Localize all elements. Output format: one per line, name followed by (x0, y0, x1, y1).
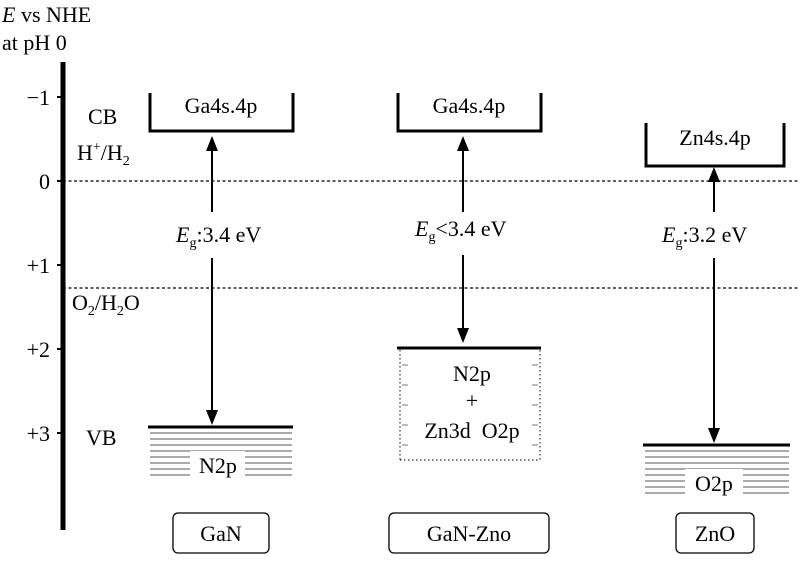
axis-tick-label: +1 (27, 253, 50, 278)
ganzno-vb-line3: Zn3d O2p (424, 418, 519, 443)
ganzno-name: GaN-Zno (427, 521, 511, 546)
ganzno-vb-line1: N2p (453, 361, 491, 386)
zno-vb-label: O2p (695, 471, 733, 496)
zno-vb-label-bg (685, 469, 743, 496)
ganzno-label-box (388, 512, 550, 554)
zno-arrow-up-head (708, 167, 720, 182)
o2-couple-label: O2/H2O (72, 290, 140, 319)
axis-tick-label: 0 (39, 169, 50, 194)
column-gan-zno: Ga4s.4p Eg<3.4 eV N2p + Zn3d O2p GaN-Zno (388, 93, 550, 554)
zno-arrow-down-head (708, 428, 720, 443)
column-gan: Ga4s.4p Eg:3.4 eV N2p GaN (148, 93, 295, 554)
axis-ticks: −1 0 +1 +2 +3 (27, 85, 63, 446)
gan-name: GaN (200, 521, 242, 546)
vb-label: VB (86, 425, 117, 450)
axis-title-line1: E vs NHE (1, 2, 91, 27)
zno-gap-label: Eg:3.2 eV (661, 222, 747, 251)
axis-tick-label: +3 (27, 421, 50, 446)
gan-vb-label: N2p (199, 453, 237, 478)
axis-title-rest: vs NHE (15, 2, 91, 27)
ganzno-vb-line2: + (466, 388, 478, 413)
gan-vb-label-bg (190, 451, 245, 478)
gan-arrow-up-head (206, 136, 218, 151)
ganzno-conduction-band (396, 93, 543, 133)
axis-title-symbol: E (1, 2, 16, 27)
gan-label-box (172, 512, 270, 554)
h-couple-label: H+/H2 (77, 140, 130, 169)
column-zno: Zn4s.4p Eg:3.2 eV O2p ZnO (643, 123, 790, 554)
cb-label: CB (88, 104, 117, 129)
gan-gap-label: Eg:3.4 eV (175, 222, 261, 251)
zno-cb-label: Zn4s.4p (679, 125, 751, 150)
axis-title-line2: at pH 0 (2, 30, 67, 55)
zno-conduction-band (644, 123, 786, 168)
ganzno-arrow-up-head (457, 136, 469, 151)
zno-label-box (675, 512, 755, 554)
gan-cb-label: Ga4s.4p (185, 93, 258, 118)
gan-conduction-band (148, 93, 295, 133)
gan-arrow-down-head (206, 410, 218, 425)
zno-name: ZnO (695, 521, 735, 546)
ganzno-gap-label: Eg<3.4 eV (414, 216, 507, 245)
ganzno-arrow-down-head (457, 328, 469, 343)
axis-tick-label: −1 (27, 85, 50, 110)
ganzno-cb-label: Ga4s.4p (433, 93, 506, 118)
axis-tick-label: +2 (27, 337, 50, 362)
ganzno-vb-side-ticks (402, 364, 538, 446)
